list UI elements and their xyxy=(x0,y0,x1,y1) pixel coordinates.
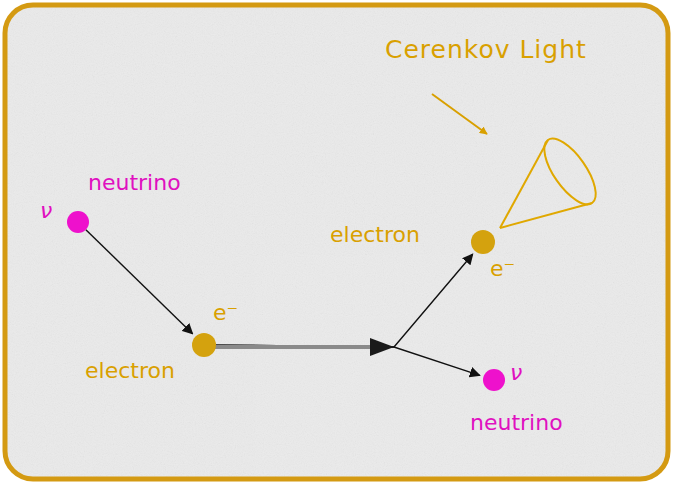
particle-name: e⁻ xyxy=(213,300,238,325)
particle-dot: νneutrino xyxy=(483,369,505,391)
particle-name: neutrino xyxy=(88,170,181,195)
paper-texture xyxy=(6,6,667,478)
cerenkov-cone xyxy=(500,131,605,228)
particle-symbol: ν xyxy=(40,198,52,223)
frame-border xyxy=(5,5,668,479)
particle-dot: electrone⁻ xyxy=(471,230,495,254)
particle-name: neutrino xyxy=(470,410,563,435)
leader-arrow xyxy=(432,94,487,134)
particle-path xyxy=(216,254,473,347)
particle-dot: νneutrino xyxy=(67,211,89,233)
cone-edge xyxy=(500,203,592,228)
momentum-shaft xyxy=(215,345,372,349)
cone-edge xyxy=(500,140,548,228)
cone-rim xyxy=(535,131,605,212)
particle-path xyxy=(216,345,480,375)
particle-symbol: ν xyxy=(510,360,522,385)
annotation-label: Cerenkov Light xyxy=(385,36,587,65)
particle-path xyxy=(86,230,193,334)
particle-name: electron xyxy=(85,358,175,383)
particle-dot: e⁻electron xyxy=(192,333,216,357)
paper-ground xyxy=(6,6,667,478)
momentum-head xyxy=(370,338,394,356)
particle-name: e⁻ xyxy=(490,256,515,281)
particle-name: electron xyxy=(330,222,420,247)
